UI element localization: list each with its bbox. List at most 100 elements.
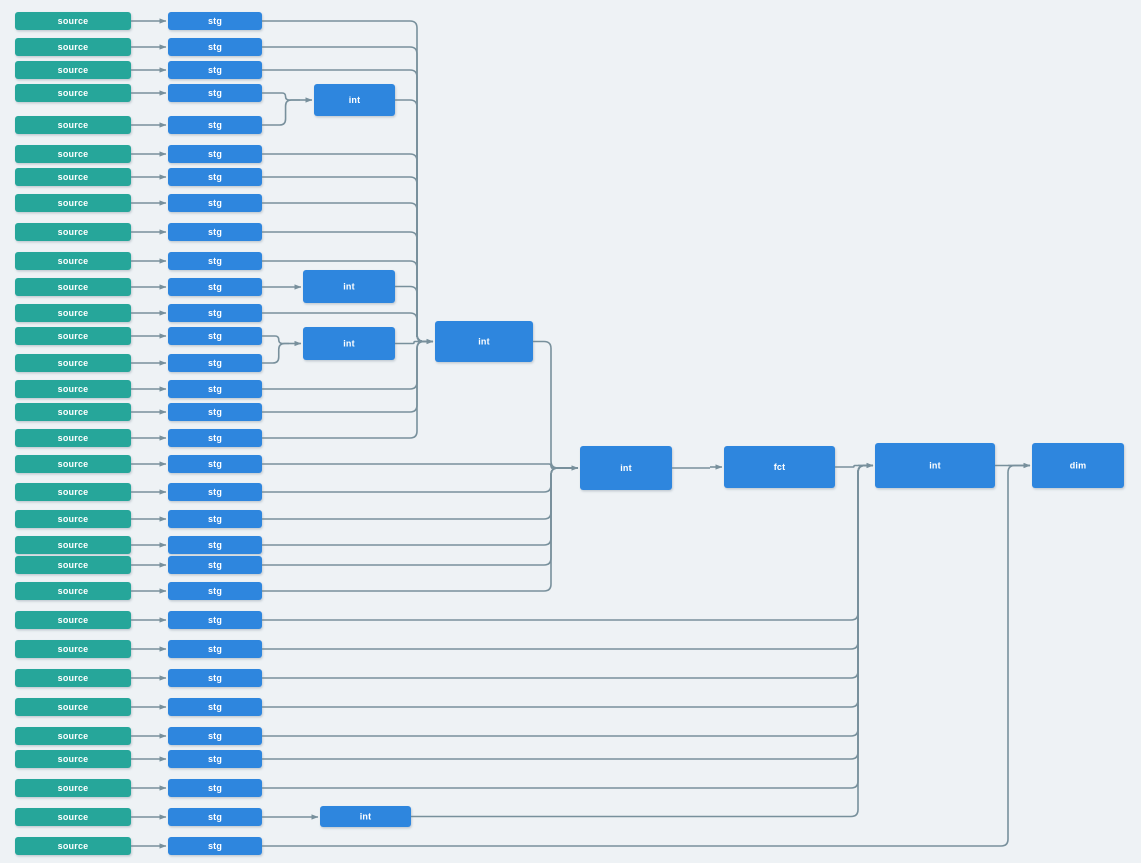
- node-stg[interactable]: stg: [168, 223, 262, 241]
- node-source[interactable]: source: [15, 12, 131, 30]
- node-stg[interactable]: stg: [168, 304, 262, 322]
- node-box-stg[interactable]: [168, 808, 262, 826]
- node-box-stg[interactable]: [168, 510, 262, 528]
- node-box-source[interactable]: [15, 252, 131, 270]
- node-stg[interactable]: stg: [168, 116, 262, 134]
- node-fct[interactable]: fct: [724, 446, 835, 488]
- node-stg[interactable]: stg: [168, 750, 262, 768]
- node-box-stg[interactable]: [168, 582, 262, 600]
- node-box-stg[interactable]: [168, 61, 262, 79]
- node-box-source[interactable]: [15, 536, 131, 554]
- node-stg[interactable]: stg: [168, 582, 262, 600]
- node-box-source[interactable]: [15, 727, 131, 745]
- node-int[interactable]: int: [580, 446, 672, 490]
- node-stg[interactable]: stg: [168, 727, 262, 745]
- node-box-fct[interactable]: [724, 446, 835, 488]
- node-box-int[interactable]: [303, 327, 395, 360]
- node-source[interactable]: source: [15, 116, 131, 134]
- node-stg[interactable]: stg: [168, 354, 262, 372]
- node-source[interactable]: source: [15, 483, 131, 501]
- node-box-source[interactable]: [15, 223, 131, 241]
- node-box-stg[interactable]: [168, 116, 262, 134]
- node-box-source[interactable]: [15, 698, 131, 716]
- node-box-source[interactable]: [15, 750, 131, 768]
- node-box-source[interactable]: [15, 61, 131, 79]
- node-box-stg[interactable]: [168, 698, 262, 716]
- node-stg[interactable]: stg: [168, 698, 262, 716]
- node-box-source[interactable]: [15, 510, 131, 528]
- node-box-stg[interactable]: [168, 429, 262, 447]
- node-source[interactable]: source: [15, 779, 131, 797]
- node-stg[interactable]: stg: [168, 194, 262, 212]
- node-box-source[interactable]: [15, 304, 131, 322]
- node-box-stg[interactable]: [168, 640, 262, 658]
- node-box-stg[interactable]: [168, 278, 262, 296]
- node-box-int[interactable]: [314, 84, 395, 116]
- node-source[interactable]: source: [15, 304, 131, 322]
- node-box-stg[interactable]: [168, 837, 262, 855]
- node-stg[interactable]: stg: [168, 779, 262, 797]
- node-box-stg[interactable]: [168, 168, 262, 186]
- node-source[interactable]: source: [15, 455, 131, 473]
- node-box-source[interactable]: [15, 779, 131, 797]
- node-source[interactable]: source: [15, 640, 131, 658]
- node-int[interactable]: int: [875, 443, 995, 488]
- node-box-source[interactable]: [15, 403, 131, 421]
- node-source[interactable]: source: [15, 750, 131, 768]
- node-dim[interactable]: dim: [1032, 443, 1124, 488]
- node-source[interactable]: source: [15, 38, 131, 56]
- node-source[interactable]: source: [15, 403, 131, 421]
- node-box-dim[interactable]: [1032, 443, 1124, 488]
- node-box-stg[interactable]: [168, 556, 262, 574]
- node-source[interactable]: source: [15, 145, 131, 163]
- node-box-stg[interactable]: [168, 223, 262, 241]
- node-box-stg[interactable]: [168, 611, 262, 629]
- node-stg[interactable]: stg: [168, 327, 262, 345]
- node-int[interactable]: int: [320, 806, 411, 827]
- node-box-source[interactable]: [15, 808, 131, 826]
- node-source[interactable]: source: [15, 556, 131, 574]
- node-box-int[interactable]: [320, 806, 411, 827]
- node-box-source[interactable]: [15, 194, 131, 212]
- node-source[interactable]: source: [15, 808, 131, 826]
- node-box-stg[interactable]: [168, 354, 262, 372]
- node-source[interactable]: source: [15, 536, 131, 554]
- node-box-source[interactable]: [15, 327, 131, 345]
- node-int[interactable]: int: [314, 84, 395, 116]
- node-stg[interactable]: stg: [168, 429, 262, 447]
- node-box-stg[interactable]: [168, 403, 262, 421]
- node-stg[interactable]: stg: [168, 12, 262, 30]
- node-box-stg[interactable]: [168, 38, 262, 56]
- node-box-stg[interactable]: [168, 380, 262, 398]
- node-stg[interactable]: stg: [168, 483, 262, 501]
- node-box-source[interactable]: [15, 145, 131, 163]
- node-source[interactable]: source: [15, 354, 131, 372]
- node-stg[interactable]: stg: [168, 669, 262, 687]
- node-box-source[interactable]: [15, 429, 131, 447]
- node-box-int[interactable]: [580, 446, 672, 490]
- node-int[interactable]: int: [435, 321, 533, 362]
- node-box-source[interactable]: [15, 278, 131, 296]
- node-box-source[interactable]: [15, 354, 131, 372]
- node-box-stg[interactable]: [168, 304, 262, 322]
- node-box-int[interactable]: [435, 321, 533, 362]
- node-box-source[interactable]: [15, 582, 131, 600]
- node-stg[interactable]: stg: [168, 510, 262, 528]
- node-box-stg[interactable]: [168, 536, 262, 554]
- node-source[interactable]: source: [15, 380, 131, 398]
- node-box-source[interactable]: [15, 168, 131, 186]
- node-box-stg[interactable]: [168, 727, 262, 745]
- node-source[interactable]: source: [15, 698, 131, 716]
- node-box-source[interactable]: [15, 38, 131, 56]
- node-source[interactable]: source: [15, 510, 131, 528]
- node-box-source[interactable]: [15, 611, 131, 629]
- node-stg[interactable]: stg: [168, 61, 262, 79]
- node-box-source[interactable]: [15, 455, 131, 473]
- node-stg[interactable]: stg: [168, 403, 262, 421]
- node-stg[interactable]: stg: [168, 38, 262, 56]
- node-box-source[interactable]: [15, 837, 131, 855]
- node-source[interactable]: source: [15, 327, 131, 345]
- node-box-source[interactable]: [15, 12, 131, 30]
- node-stg[interactable]: stg: [168, 808, 262, 826]
